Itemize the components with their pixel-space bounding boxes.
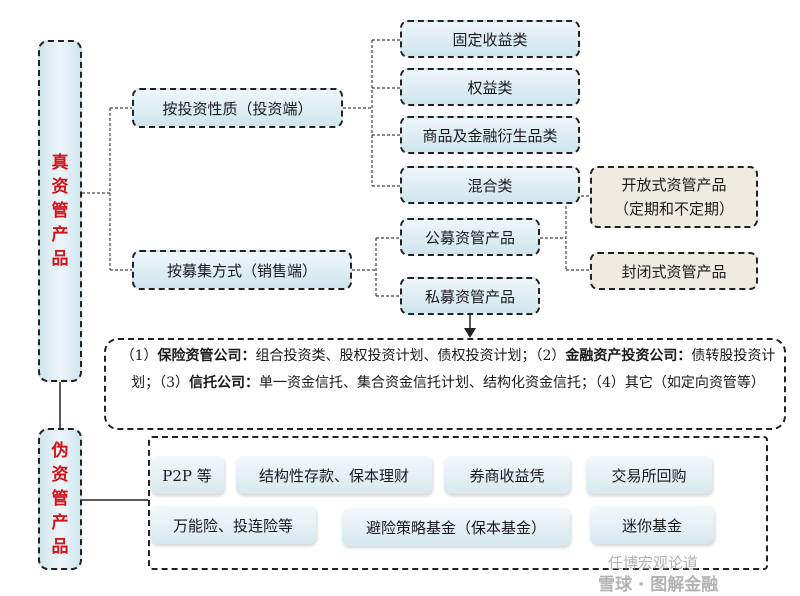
open-ended-products-box: 开放式资管产品 （定期和不定期）	[590, 166, 758, 228]
closed-end-products-box: 封闭式资管产品	[590, 252, 758, 290]
private-products-description: （1）保险资管公司：组合投资类、股权投资计划、债权投资计划；（2）金融资产投资公…	[120, 348, 776, 391]
p2p-box: P2P 等	[150, 456, 224, 494]
hedge-fund-box: 避险策略基金（保本基金）	[342, 508, 570, 546]
public-am-products-box: 公募资管产品	[400, 218, 540, 256]
watermark-secondary: 雪球 · 图解金融	[598, 570, 718, 595]
open-ended-sublabel: （定期和不定期）	[613, 200, 734, 218]
structured-deposit-box: 结构性存款、保本理财	[236, 456, 432, 494]
mini-fund-box: 迷你基金	[590, 506, 714, 544]
financial-asset-investment-label: 金融资产投资公司：	[565, 348, 692, 364]
private-products-description-panel	[104, 338, 786, 430]
mixed-box: 混合类	[400, 166, 580, 204]
fake-am-products-title: 伪资管产品	[51, 441, 69, 557]
commodity-derivatives-box: 商品及金融衍生品类	[400, 116, 580, 154]
branch-by-investment-nature: 按投资性质（投资端）	[132, 88, 343, 128]
branch-by-raising-method: 按募集方式（销售端）	[132, 250, 352, 290]
real-am-products-title: 真资管产品	[51, 153, 69, 269]
fake-am-products-box: 伪资管产品	[38, 428, 82, 570]
trust-company-label: 信托公司：	[189, 375, 259, 391]
exchange-repo-box: 交易所回购	[586, 456, 712, 494]
open-ended-label: 开放式资管产品	[621, 176, 727, 194]
real-am-products-box: 真资管产品	[38, 40, 82, 382]
fixed-income-box: 固定收益类	[400, 20, 580, 58]
watermark-line1: 任博宏观论道	[608, 554, 699, 572]
broker-certificate-box: 券商收益凭	[444, 456, 570, 494]
private-am-products-box: 私募资管产品	[400, 277, 540, 315]
insurance-am-label: 保险资管公司：	[157, 348, 256, 364]
universal-insurance-box: 万能险、投连险等	[150, 506, 316, 544]
equity-box: 权益类	[400, 68, 580, 106]
watermark-line2: 雪球 · 图解金融	[598, 575, 719, 595]
watermark: 任博宏观论道	[608, 552, 698, 573]
